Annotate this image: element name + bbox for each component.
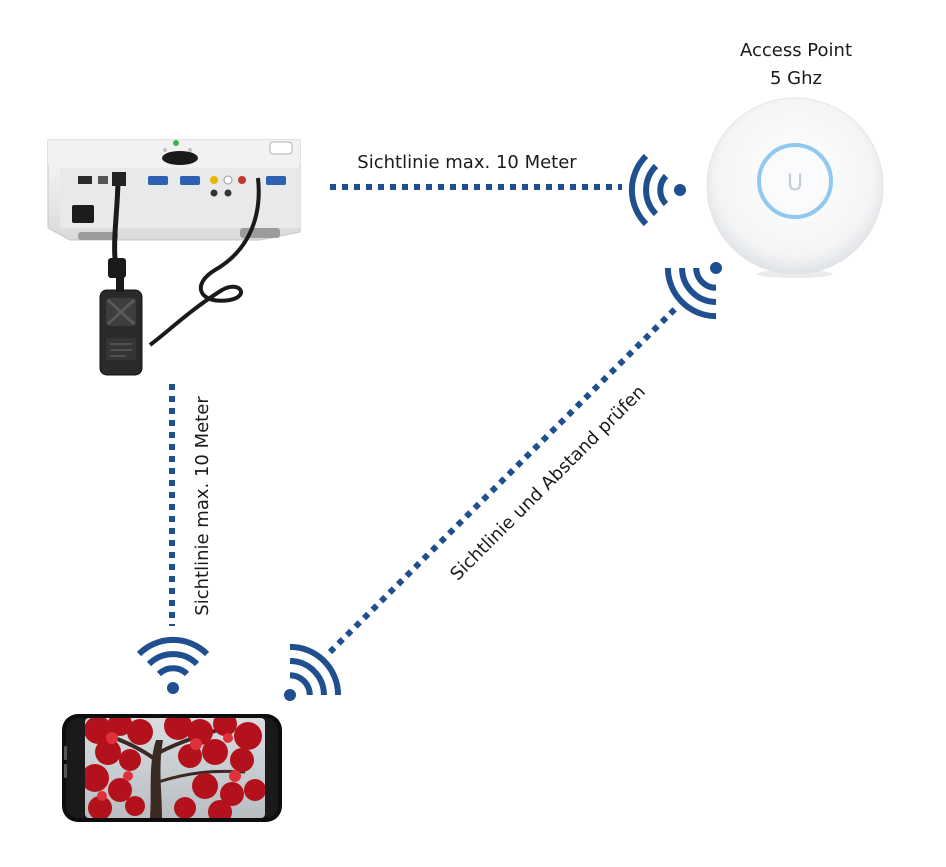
ap-title: Access Point (740, 40, 852, 61)
label-phone-to-ap: Sichtlinie und Abstand prüfen (446, 381, 649, 584)
label-projector-to-ap: Sichtlinie max. 10 Meter (357, 152, 577, 173)
wifi-signal-icon (628, 153, 686, 227)
projector-image (47, 139, 301, 347)
access-point-image: U (706, 97, 884, 278)
smartphone-image (62, 714, 282, 822)
wifi-signal-icon (664, 262, 722, 320)
wifi-dongle-image (99, 258, 143, 376)
ap-subtitle: 5 Ghz (770, 68, 822, 89)
label-projector-to-phone: Sichtlinie max. 10 Meter (192, 396, 213, 616)
wifi-signal-icon (136, 636, 210, 694)
link-phone-to-ap (327, 305, 679, 655)
ap-logo: U (787, 171, 803, 196)
wifi-signal-icon (284, 643, 342, 701)
